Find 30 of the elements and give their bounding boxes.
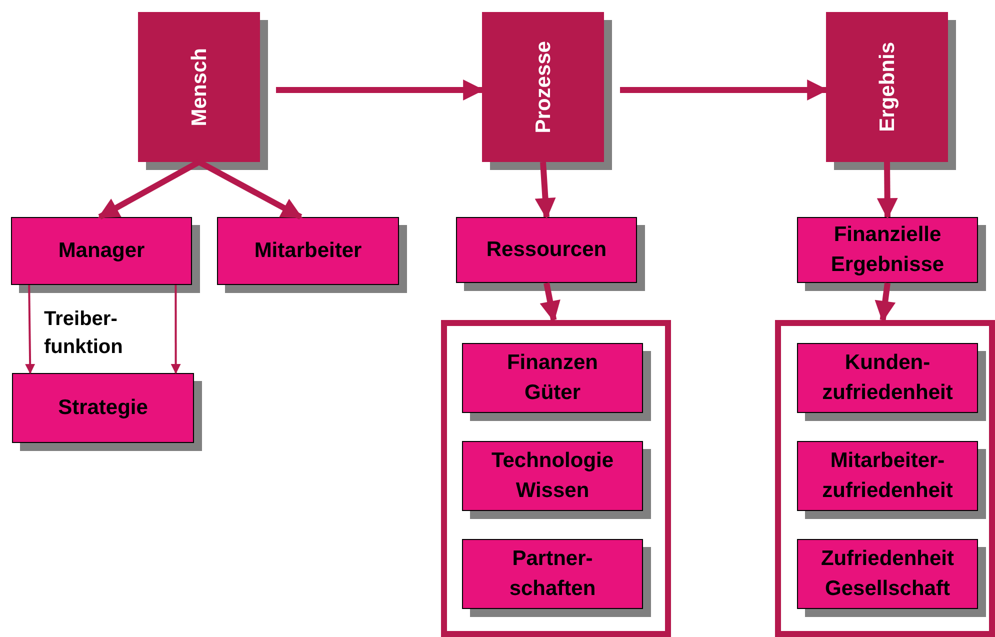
box-label: Mitarbeiter bbox=[253, 238, 363, 264]
group-frame bbox=[775, 320, 995, 637]
arrow bbox=[25, 284, 36, 374]
box-label: Strategie bbox=[57, 395, 149, 421]
box-label: Partner- schaften bbox=[508, 546, 597, 602]
arrow bbox=[876, 162, 898, 220]
category-box bbox=[138, 12, 260, 162]
category-box bbox=[482, 12, 604, 162]
arrow bbox=[874, 282, 896, 322]
box-label: Manager bbox=[57, 238, 146, 264]
group-frame bbox=[441, 320, 671, 637]
box-label: Mitarbeiter- zufriedenheit bbox=[821, 448, 954, 504]
box-label: Kunden- zufriedenheit bbox=[821, 350, 954, 406]
box-label: Ergebnis bbox=[876, 42, 898, 132]
box-label: Ressourcen bbox=[485, 237, 608, 263]
arrow bbox=[620, 80, 828, 100]
note-label: Treiber- funktion bbox=[44, 307, 124, 360]
arrow bbox=[198, 159, 303, 220]
box-label: Mensch bbox=[188, 48, 210, 126]
arrow bbox=[534, 162, 556, 220]
box-label: Prozesse bbox=[532, 40, 554, 134]
arrow bbox=[170, 285, 181, 374]
arrow bbox=[540, 282, 560, 322]
arrow bbox=[98, 159, 200, 220]
arrow bbox=[276, 80, 484, 100]
box-label: Technologie Wissen bbox=[490, 448, 615, 504]
box-label: Finanzielle Ergebnisse bbox=[830, 222, 946, 278]
box-label: Finanzen Güter bbox=[506, 350, 599, 406]
category-box bbox=[826, 12, 948, 162]
box-label: Zufriedenheit Gesellschaft bbox=[820, 546, 955, 602]
